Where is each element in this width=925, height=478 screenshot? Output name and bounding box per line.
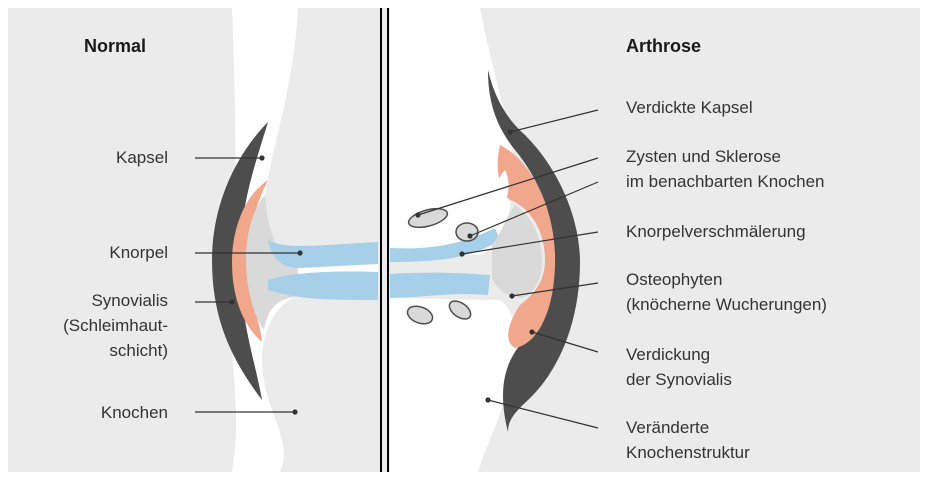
label-zysten-1: Zysten und Sklerose — [626, 147, 781, 167]
label-verdickung-2: der Synovialis — [626, 370, 732, 390]
right-cartilage-band-lower — [390, 273, 490, 298]
label-verdickte-kapsel: Verdickte Kapsel — [626, 98, 753, 118]
label-knorpelverschmaelerung: Knorpelverschmälerung — [626, 222, 806, 242]
label-synovialis-1: Synovialis — [91, 291, 168, 311]
label-knochenstruktur-2: Knochenstruktur — [626, 443, 750, 463]
label-verdickung-1: Verdickung — [626, 345, 710, 365]
cyst-2 — [456, 223, 478, 241]
label-synovialis-2: (Schleimhaut- — [63, 316, 168, 336]
label-knorpel: Knorpel — [109, 243, 168, 263]
label-kapsel: Kapsel — [116, 148, 168, 168]
label-zysten-2: im benachbarten Knochen — [626, 172, 824, 192]
title-normal: Normal — [84, 36, 146, 57]
label-osteophyten-2: (knöcherne Wucherungen) — [626, 295, 827, 315]
cartilage-band — [268, 240, 378, 268]
label-synovialis-3: schicht) — [109, 341, 168, 361]
label-osteophyten-1: Osteophyten — [626, 270, 722, 290]
label-knochenstruktur-1: Veränderte — [626, 418, 709, 438]
label-knochen: Knochen — [101, 403, 168, 423]
title-arthrose: Arthrose — [626, 36, 701, 57]
